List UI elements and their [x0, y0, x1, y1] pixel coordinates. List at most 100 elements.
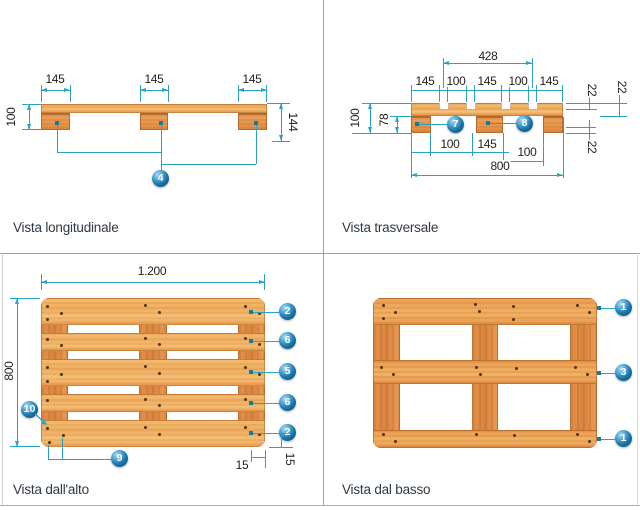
nail-dot — [46, 305, 49, 308]
view-title-longitudinale: Vista longitudinale — [13, 220, 119, 235]
lon-block-right — [238, 113, 267, 130]
dim-arrow — [27, 124, 31, 130]
dim-arrow — [27, 104, 31, 110]
pallet-bottom-view — [373, 298, 597, 448]
nail-dot — [144, 426, 147, 429]
dim-line — [370, 103, 371, 133]
nail-dot — [380, 366, 383, 369]
bottom-board-top — [373, 298, 597, 325]
dim-ext — [447, 85, 448, 102]
nail-dot — [576, 433, 579, 436]
dim-label: 100 — [348, 107, 362, 129]
dim-arrow — [526, 61, 532, 65]
dim-arrow — [41, 280, 47, 284]
callout-1-top: 1 — [615, 299, 632, 316]
dim-line — [251, 457, 265, 458]
dim-ext — [238, 85, 239, 102]
dim-ext — [411, 85, 412, 102]
nail-dot — [574, 366, 577, 369]
dim-line — [281, 103, 282, 141]
view-title-basso: Vista dal basso — [342, 482, 431, 497]
nail-dot — [475, 433, 478, 436]
leader-dot — [254, 121, 258, 125]
dim-ext — [265, 450, 266, 468]
dim-ext — [22, 104, 41, 105]
border-bottom — [0, 505, 640, 506]
deck-board-4 — [41, 394, 265, 412]
nail-dot — [244, 426, 247, 429]
nail-dot — [158, 404, 161, 407]
leader-line — [48, 445, 49, 459]
nail-dot — [392, 373, 395, 376]
dim-line — [443, 63, 532, 64]
dim-label: 100 — [516, 145, 538, 159]
nail-dot — [515, 367, 518, 370]
callout-10: 10 — [21, 401, 38, 418]
nail-dot — [62, 434, 65, 437]
nail-dot — [46, 380, 49, 383]
callout-10-arrow — [34, 413, 47, 425]
nail-dot — [158, 311, 161, 314]
dim-label: 145 — [44, 72, 66, 86]
leader-line — [601, 308, 615, 309]
nail-dot — [513, 434, 516, 437]
tra-board-gap — [439, 103, 449, 109]
dim-arrow — [395, 127, 399, 133]
leader-line — [253, 312, 279, 313]
nail-dot — [144, 398, 147, 401]
leader-line — [253, 403, 279, 404]
nail-dot — [46, 399, 49, 402]
dim-arrow — [162, 88, 168, 92]
nail-dot — [144, 304, 147, 307]
leader-dot — [249, 401, 253, 405]
dim-arrow — [41, 88, 47, 92]
dim-line — [238, 90, 267, 91]
dim-label: 22 — [615, 79, 629, 95]
tra-deck-section — [411, 103, 563, 116]
nail-dot — [382, 304, 385, 307]
dim-ext — [251, 450, 252, 462]
dim-ext — [528, 85, 529, 102]
leader-line — [601, 439, 615, 440]
tra-block-right — [543, 116, 563, 133]
dim-arrow — [279, 135, 283, 141]
dim-line — [411, 90, 563, 91]
pallet-top-view — [41, 298, 265, 447]
nail-dot — [258, 312, 261, 315]
nail-dot — [60, 373, 63, 376]
nail-dot — [479, 373, 482, 376]
leader-line — [253, 341, 279, 342]
tra-board-gap — [501, 103, 511, 109]
nail-dot — [46, 338, 49, 341]
nail-dot — [258, 343, 261, 346]
nail-dot — [512, 305, 515, 308]
dim-ext — [362, 103, 411, 104]
dim-line — [411, 152, 509, 153]
leader-line — [62, 438, 63, 459]
dim-ext — [269, 447, 293, 448]
nail-dot — [394, 440, 397, 443]
nail-dot — [382, 317, 385, 320]
leader-line — [161, 164, 256, 165]
leader-line — [57, 125, 58, 152]
dim-arrow — [395, 116, 399, 122]
dim-ext — [41, 85, 42, 102]
dim-line — [503, 161, 543, 162]
leader-line — [256, 125, 257, 164]
leader-line — [48, 459, 111, 460]
dim-label: 145 — [476, 74, 498, 88]
nail-dot — [588, 440, 591, 443]
dim-line — [41, 282, 265, 283]
tra-board-gap — [528, 103, 538, 109]
dim-arrow — [443, 61, 449, 65]
nail-dot — [46, 366, 49, 369]
dim-label: 100 — [439, 137, 461, 151]
dim-label: 100 — [4, 106, 18, 128]
dim-label: 428 — [477, 49, 499, 63]
dim-ext — [509, 85, 510, 102]
bottom-board-lower — [373, 430, 597, 448]
dim-ext — [168, 85, 169, 102]
dim-ext — [466, 85, 467, 102]
dim-arrow — [261, 88, 267, 92]
